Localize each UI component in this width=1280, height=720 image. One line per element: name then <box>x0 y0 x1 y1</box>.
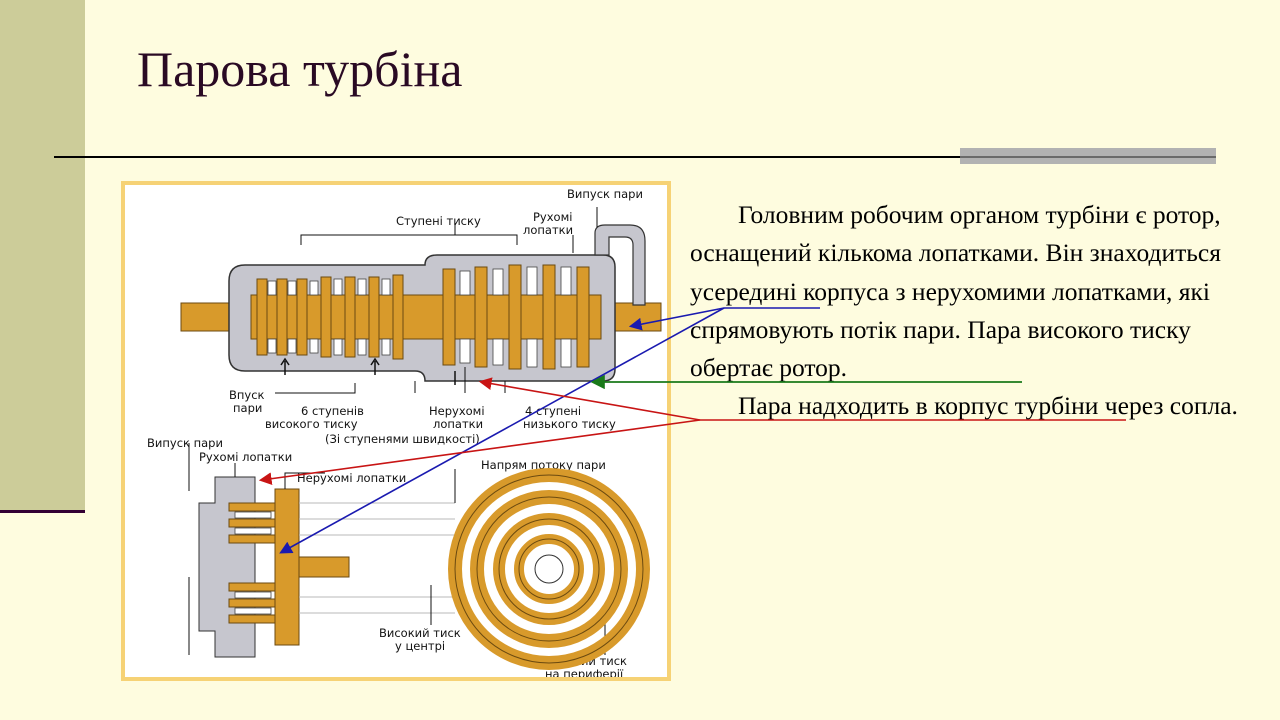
label-steam-inlet-1: Впуск <box>229 388 265 402</box>
label-moving-blades-top-2: лопатки <box>523 223 573 237</box>
body-text: Головним робочим органом турбіни є ротор… <box>690 196 1250 426</box>
sidebar-decoration <box>0 0 85 512</box>
label-moving-blades-bottom: Рухомі лопатки <box>199 450 292 464</box>
label-hp-stages-2: високого тиску <box>265 417 358 431</box>
blue-pointer-rotor <box>279 307 820 554</box>
label-steam-inlet-2: пари <box>233 401 262 415</box>
label-hp-stages-1: 6 ступенів <box>301 404 364 418</box>
label-steam-outlet-top: Випуск пари <box>567 187 643 201</box>
turbine-longitudinal-section: Випуск пари Ступені тиску Рухомі лопатки… <box>180 187 662 446</box>
radial-moving-blades <box>228 502 276 624</box>
concentric-blade-rings <box>448 468 650 670</box>
label-high-pressure-1: Високий тиск <box>379 626 461 640</box>
label-low-pressure-2: на периферії <box>545 667 624 677</box>
turbine-diagram: Випуск пари Ступені тиску Рухомі лопатки… <box>121 181 671 681</box>
paragraph-rotor: Головним робочим органом турбіни є ротор… <box>690 200 1221 383</box>
outlet-pipe <box>594 224 646 306</box>
red-pointer-fixed-blades <box>258 377 1126 486</box>
label-steam-outlet-bottom: Випуск пари <box>147 436 223 450</box>
slide-title: Парова турбіна <box>137 41 463 97</box>
label-flow-direction: Напрям потоку пари <box>481 458 606 472</box>
radial-turbine-section: Випуск пари Рухомі лопатки Нерухомі лопа… <box>147 436 627 677</box>
label-fixed-blades-2: лопатки <box>433 417 483 431</box>
paragraph-nozzles: Пара надходить в корпус турбіни через со… <box>738 391 1238 421</box>
moving-blades <box>256 264 590 370</box>
label-fixed-blades-bottom: Нерухомі лопатки <box>297 471 406 485</box>
fixed-blades <box>267 266 572 368</box>
label-moving-blades-top-1: Рухомі <box>533 210 572 224</box>
label-pressure-stages: Ступені тиску <box>396 214 481 228</box>
steam-flow-arrows <box>280 357 456 385</box>
radial-rotor-disc <box>274 488 300 646</box>
label-high-pressure-2: у центрі <box>395 639 445 653</box>
sidebar-edge <box>0 510 85 513</box>
label-fixed-blades-1: Нерухомі <box>429 404 485 418</box>
label-lp-stages-2: низького тиску <box>523 417 616 431</box>
title-divider-accent-line <box>960 156 1216 158</box>
label-velocity-stages: (Зі ступенями швидкості) <box>325 432 480 446</box>
radial-fixed-blades <box>234 511 272 615</box>
title-divider <box>54 156 1216 158</box>
label-lp-stages-1: 4 ступені <box>525 404 581 418</box>
